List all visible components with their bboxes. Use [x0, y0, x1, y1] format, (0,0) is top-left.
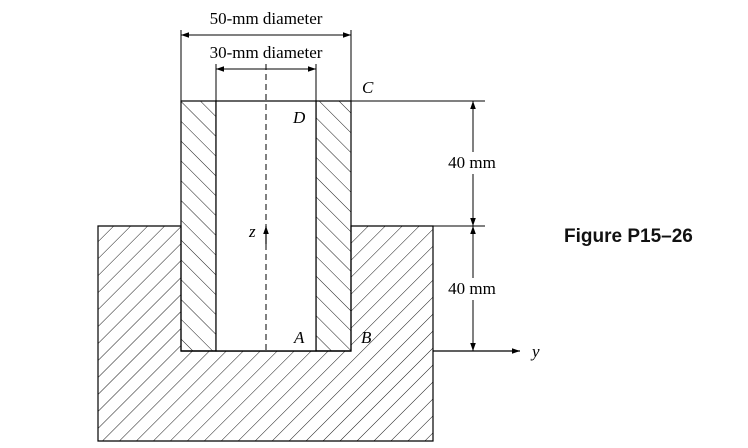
- tube-wall-right: [315, 100, 352, 352]
- upper-height-label: 40 mm: [448, 153, 496, 172]
- figure-caption: Figure P15–26: [564, 226, 693, 247]
- point-a-label: A: [293, 328, 305, 347]
- tube-wall-left: [180, 100, 217, 352]
- y-axis-label: y: [530, 342, 540, 361]
- point-b-label: B: [361, 328, 372, 347]
- inner-diameter-label: 30-mm diameter: [210, 43, 323, 62]
- z-axis-label: z: [248, 222, 256, 241]
- point-c-label: C: [362, 78, 374, 97]
- outer-diameter-label: 50-mm diameter: [210, 9, 323, 28]
- lower-height-label: 40 mm: [448, 279, 496, 298]
- point-d-label: D: [292, 108, 306, 127]
